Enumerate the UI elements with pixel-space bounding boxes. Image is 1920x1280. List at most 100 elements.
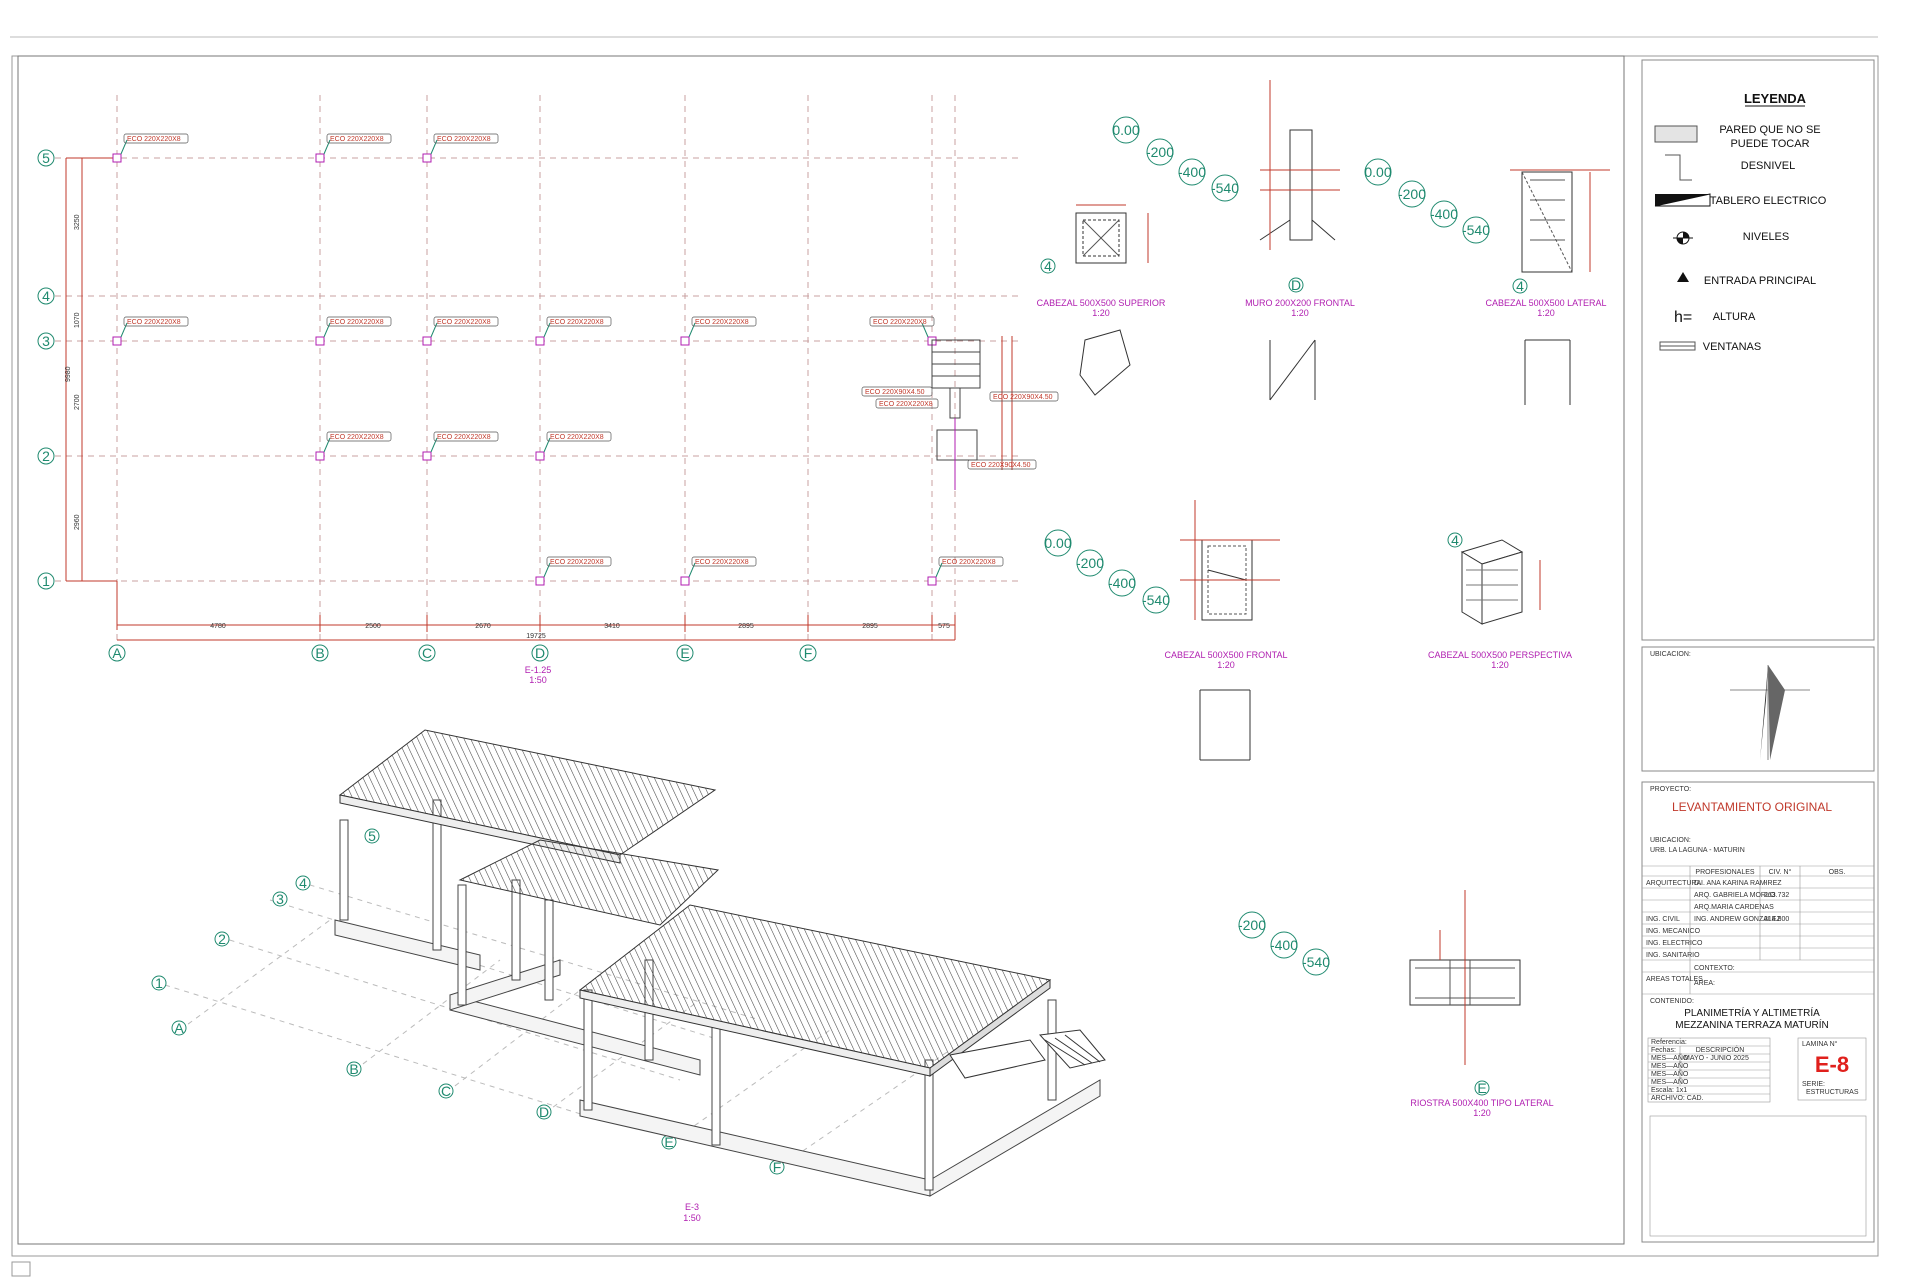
det6-axis: E xyxy=(1477,1080,1486,1096)
level-0-b: 0.00 xyxy=(1364,164,1391,180)
level-540: -540 xyxy=(1211,180,1239,196)
window-icon xyxy=(1659,341,1696,351)
column-marker: ECO 220X220X8 xyxy=(680,316,757,346)
iso-axis-4: 4 xyxy=(299,875,307,891)
col-prof: PROFESIONALES xyxy=(1695,869,1754,876)
row-role: ING. MECANICO xyxy=(1646,928,1701,935)
column-marker: ECO 220X220X8 xyxy=(112,316,189,346)
col-civ: CIV. N° xyxy=(1769,868,1792,876)
col-axis-f: F xyxy=(804,645,813,661)
column-marker: ECO 220X220X8 xyxy=(535,556,612,586)
plan-title: E-1.25 xyxy=(525,665,552,675)
det5-scale: 1:20 xyxy=(1491,660,1509,670)
legend-label-wall-2: PUEDE TOCAR xyxy=(1730,138,1809,150)
foundation-plan: 5 4 3 2 1 A B C D E F 4780 xyxy=(37,95,1059,685)
dim-c-d: 2670 xyxy=(475,623,491,630)
column-marker: ECO 220X220X8 xyxy=(112,133,189,163)
project-name: LEVANTAMIENTO ORIGINAL xyxy=(1672,800,1832,814)
row-axis-1: 1 xyxy=(42,573,50,589)
level-540-d: -540 xyxy=(1302,954,1330,970)
legend-item-wall: PARED QUE NO SE PUEDE TOCAR xyxy=(1654,124,1821,150)
legend-label-entrance: ENTRADA PRINCIPAL xyxy=(1704,275,1816,287)
col-axis-d: D xyxy=(535,645,545,661)
plan-column-axis-labels: A B C D E F xyxy=(108,644,817,662)
hatch-icon xyxy=(1654,125,1698,143)
plan-row-axis-labels: 5 4 3 2 1 xyxy=(37,149,55,590)
plan-dimension-lines xyxy=(65,157,956,641)
det1-scale: 1:20 xyxy=(1092,308,1110,318)
row-axis-5: 5 xyxy=(42,150,50,166)
det3-title: CABEZAL 500X500 LATERAL xyxy=(1485,298,1606,308)
eco-label: ECO 220X220X8 xyxy=(127,319,181,326)
iso-axis-2: 2 xyxy=(218,931,226,947)
eco-label: ECO 220X220X8 xyxy=(437,319,491,326)
file-label: ARCHIVO: CAD. xyxy=(1651,1095,1704,1102)
scale-label: Escala: 1x1 xyxy=(1651,1087,1687,1094)
dim-f-g: 2895 xyxy=(862,623,878,630)
date-value: MAYO - JUNIO 2025 xyxy=(1684,1055,1749,1062)
iso-scale: 1:50 xyxy=(683,1213,701,1223)
iso-axis-a: A xyxy=(174,1020,184,1036)
legend-label-panel: TABLERO ELECTRICO xyxy=(1710,195,1827,207)
legend-item-entrance: ENTRADA PRINCIPAL xyxy=(1677,272,1816,287)
row-num: 314.800 xyxy=(1764,916,1789,923)
iso-roofs xyxy=(338,729,1052,1077)
legend-label-levels: NIVELES xyxy=(1743,231,1789,243)
dim-total: 19725 xyxy=(526,633,546,640)
row-name: CONTEXTO: xyxy=(1694,965,1735,972)
column-marker: ECO 220X220X8 xyxy=(535,316,612,346)
tb-location-label: UBICACION: xyxy=(1650,837,1691,844)
plan-scale: 1:50 xyxy=(529,675,547,685)
row-axis-4: 4 xyxy=(42,288,50,304)
location-box xyxy=(1641,646,1875,772)
dim-5-4: 3250 xyxy=(74,214,81,230)
det1-title: CABEZAL 500X500 SUPERIOR xyxy=(1037,298,1166,308)
column-marker: ECO 220X220X8 xyxy=(927,556,1004,586)
plan-side-connection xyxy=(931,336,1013,490)
eco-label: ECO 220X220X8 xyxy=(550,434,604,441)
iso-axis-f: F xyxy=(773,1159,782,1175)
iso-axis-5: 5 xyxy=(368,828,376,844)
detail-riostra-lateral: -200 -400 -540 E RIOSTRA 500X400 TIPO LA… xyxy=(1238,890,1554,1118)
dates-label: Fechas: xyxy=(1651,1047,1676,1054)
row-axis-2: 2 xyxy=(42,448,50,464)
col-axis-a: A xyxy=(112,645,122,661)
dim-end: 575 xyxy=(938,623,950,630)
iso-axis-e: E xyxy=(664,1134,673,1150)
col-axis-e: E xyxy=(680,645,689,661)
row-name: D.I. ANA KARINA RAMIREZ xyxy=(1694,880,1782,887)
location-label: UBICACION: xyxy=(1650,651,1691,658)
eco-label: ECO 220X220X8 xyxy=(127,136,181,143)
plan-left-dimensions: 3250 1070 2700 2960 9980 xyxy=(65,214,81,530)
iso-axis-b: B xyxy=(349,1061,358,1077)
det2-title: MURO 200X200 FRONTAL xyxy=(1245,298,1355,308)
det6-title: RIOSTRA 500X400 TIPO LATERAL xyxy=(1410,1098,1553,1108)
det6-scale: 1:20 xyxy=(1473,1108,1491,1118)
step-icon xyxy=(1665,154,1692,181)
row-role: ING. ELECTRICO xyxy=(1646,940,1703,947)
col-axis-b: B xyxy=(315,645,324,661)
iso-axis-d: D xyxy=(539,1104,549,1120)
det3-scale: 1:20 xyxy=(1537,308,1555,318)
triangle-icon xyxy=(1677,272,1689,282)
det5-title: CABEZAL 500X500 PERSPECTIVA xyxy=(1428,650,1572,660)
content-line-2: MEZZANINA TERRAZA MATURÍN xyxy=(1675,1018,1829,1031)
dim-2-1: 2960 xyxy=(74,514,81,530)
eco-label: ECO 220X220X8 xyxy=(695,559,749,566)
column-marker: ECO 220X220X8 xyxy=(315,431,392,461)
dim-d-e: 3410 xyxy=(604,623,620,630)
date-row: MES—AÑO xyxy=(1651,1069,1689,1078)
title-block xyxy=(1641,781,1875,1243)
col-axis-c: C xyxy=(422,645,432,661)
iso-axis-labels: 5 4 3 2 1 A B C D E F xyxy=(151,828,785,1175)
dim-a-b: 4780 xyxy=(210,623,226,630)
legend-label-windows: VENTANAS xyxy=(1703,341,1761,353)
row-name: AREA: xyxy=(1694,980,1715,987)
stamp-box xyxy=(1649,1115,1867,1237)
level-200: -200 xyxy=(1146,144,1174,160)
legend-item-levels: NIVELES xyxy=(1673,231,1789,245)
right-panel: LEYENDA PARED QUE NO SE PUEDE TOCAR DESN… xyxy=(1641,59,1875,1243)
iso-axis-3: 3 xyxy=(276,891,284,907)
detail-cabezal-frontal: 0.00 -200 -400 -540 CABEZAL 500X500 FRON… xyxy=(1044,500,1288,761)
plan-bottom-dimensions: 4780 2500 2670 3410 2895 2895 575 19725 xyxy=(210,623,950,640)
